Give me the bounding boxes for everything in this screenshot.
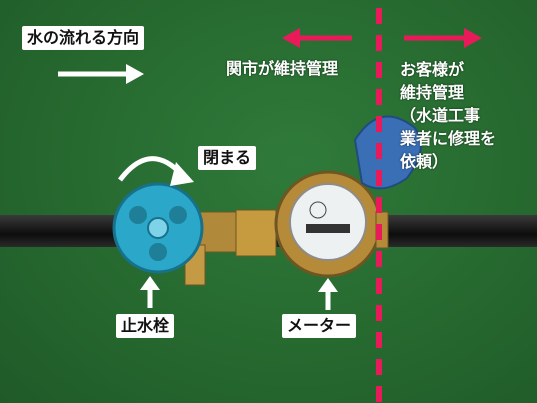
meter-dial xyxy=(309,201,327,219)
responsibility-boundary-line xyxy=(376,8,382,403)
arrowhead xyxy=(126,64,144,84)
meter-face xyxy=(289,183,367,261)
stop-valve-label: 止水栓 xyxy=(116,314,175,338)
arrowhead xyxy=(464,28,482,48)
brass-coupling xyxy=(235,209,277,257)
close-arrowhead xyxy=(170,162,194,186)
arrowhead xyxy=(318,278,338,292)
meter-counter xyxy=(306,224,350,233)
arrowhead xyxy=(282,28,300,48)
meter-label: メーター xyxy=(282,314,357,338)
close-label: 閉まる xyxy=(198,146,257,170)
flow-direction-label: 水の流れる方向 xyxy=(22,26,145,50)
valve-hub xyxy=(147,217,169,239)
valve-hole xyxy=(149,243,167,261)
customer-maintenance-label: お客様が 維持管理 （水道工事 業者に修理を 依頼） xyxy=(400,60,497,171)
arrowhead xyxy=(140,276,160,290)
valve-hole xyxy=(169,206,187,224)
city-maintenance-label: 関市が維持管理 xyxy=(226,59,339,78)
valve-hole xyxy=(129,206,147,224)
